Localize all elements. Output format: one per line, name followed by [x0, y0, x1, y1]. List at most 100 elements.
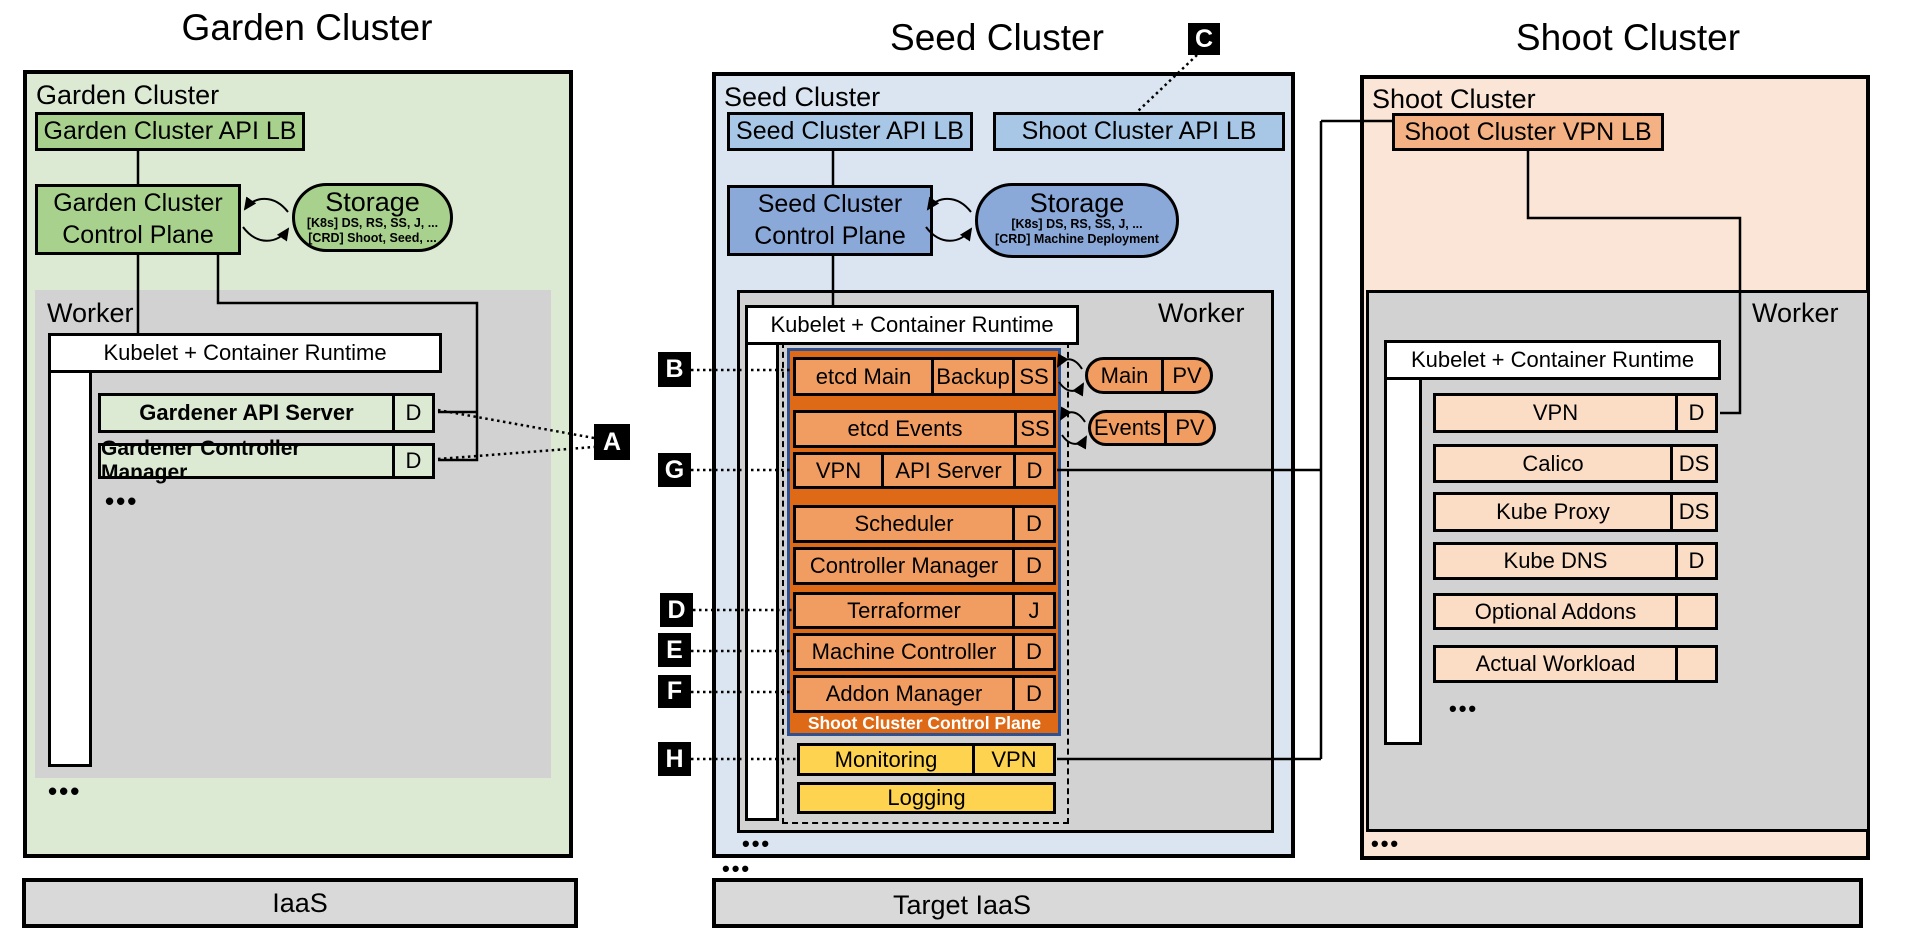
seed-storage-line1: [K8s] DS, RS, SS, J, ...	[1011, 217, 1143, 232]
garden-storage-line2: [CRD] Shoot, Seed, ...	[308, 230, 437, 245]
seed-row-machine-controller-badge: D	[1012, 636, 1053, 668]
shoot-row-vpn-badge: D	[1675, 396, 1715, 430]
seed-row-controller-manager: Controller Manager D	[793, 547, 1056, 585]
seed-kubelet-bar: Kubelet + Container Runtime	[745, 305, 1079, 345]
seed-worker-label: Worker	[1158, 298, 1245, 328]
shoot-row-optional-addons: Optional Addons	[1433, 593, 1718, 630]
seed-row-addon-manager-label: Addon Manager	[825, 681, 983, 706]
seed-dashed-box	[782, 342, 1069, 824]
seed-scp-label: Shoot Cluster Control Plane	[807, 712, 1042, 733]
garden-row-controller-manager-badge: D	[392, 446, 432, 476]
seed-row-etcd-events-label: etcd Events	[847, 416, 963, 441]
garden-storage: Storage [K8s] DS, RS, SS, J, ... [CRD] S…	[292, 183, 453, 252]
seed-row-scheduler-badge: D	[1012, 508, 1053, 540]
garden-api-lb: Garden Cluster API LB	[35, 112, 305, 151]
seed-cluster-title: Seed Cluster	[890, 17, 1104, 58]
shoot-worker-ellipsis: •••	[1449, 696, 1479, 721]
garden-kubelet-strip	[48, 333, 92, 767]
garden-iaas-box: IaaS	[22, 878, 578, 928]
shoot-row-kube-dns-label: Kube DNS	[1503, 548, 1608, 573]
seed-storage-line2: [CRD] Machine Deployment	[995, 232, 1159, 247]
seed-row-machine-controller: Machine Controller D	[793, 633, 1056, 671]
seed-row-machine-controller-label: Machine Controller	[811, 639, 997, 664]
garden-row-controller-manager-label: Gardener Controller Manager	[101, 437, 301, 484]
seed-row-etcd-main-badge: SS	[1012, 360, 1053, 393]
garden-box-label: Garden Cluster	[36, 80, 220, 110]
seed-pv-events-badge: PV	[1164, 413, 1213, 443]
callout-d: D	[660, 593, 693, 627]
callout-h: H	[658, 742, 691, 776]
seed-monitoring-vpn: VPN	[972, 746, 1053, 773]
shoot-row-calico-badge: DS	[1670, 447, 1715, 480]
seed-storage-title: Storage	[1029, 188, 1125, 218]
shoot-row-calico: Calico DS	[1433, 444, 1718, 483]
callout-f: F	[658, 675, 691, 708]
seed-row-apiserver-vpn: VPN	[815, 457, 862, 483]
seed-api-lb: Seed Cluster API LB	[727, 112, 973, 151]
seed-row-scheduler-label: Scheduler	[854, 511, 954, 536]
shoot-row-kube-proxy-label: Kube Proxy	[1496, 499, 1610, 524]
seed-row-terraformer-label: Terraformer	[847, 597, 961, 623]
shoot-row-actual-workload-label: Actual Workload	[1475, 651, 1636, 676]
seed-row-apiserver-label: API Server	[881, 455, 1013, 486]
shoot-row-vpn-label: VPN	[1532, 400, 1579, 425]
garden-row-api-server: Gardener API Server D	[98, 393, 435, 433]
seed-pv-main-label: Main	[1100, 362, 1149, 388]
garden-row-api-server-label: Gardener API Server	[139, 400, 354, 425]
seed-pv-events-label: Events	[1093, 415, 1162, 440]
shoot-vpn-lb: Shoot Cluster VPN LB	[1392, 113, 1664, 151]
seed-row-scheduler: Scheduler D	[793, 505, 1056, 543]
shoot-kubelet-strip	[1384, 340, 1422, 745]
shoot-kubelet-bar: Kubelet + Container Runtime	[1384, 340, 1721, 380]
seed-row-terraformer: Terraformer J	[793, 592, 1056, 629]
garden-row-controller-manager: Gardener Controller Manager D	[98, 437, 435, 484]
target-iaas-label: Target IaaS	[892, 889, 1032, 920]
seed-storage: Storage [K8s] DS, RS, SS, J, ... [CRD] M…	[975, 183, 1179, 258]
garden-worker-label: Worker	[47, 298, 134, 328]
shoot-row-actual-workload: Actual Workload	[1433, 645, 1718, 683]
seed-monitoring-row: Monitoring VPN	[797, 743, 1056, 776]
seed-row-addon-manager-badge: D	[1012, 678, 1053, 710]
garden-kubelet-bar: Kubelet + Container Runtime	[48, 333, 442, 373]
seed-row-controller-manager-label: Controller Manager	[809, 553, 999, 578]
seed-box-label: Seed Cluster	[724, 82, 881, 112]
callout-c: C	[1188, 23, 1220, 55]
seed-shoot-api-lb: Shoot Cluster API LB	[993, 112, 1285, 151]
shoot-box-ellipsis: •••	[1371, 831, 1401, 856]
seed-logging-row: Logging	[797, 782, 1056, 814]
shoot-row-optional-addons-label: Optional Addons	[1474, 598, 1637, 624]
shoot-row-actual-workload-badge	[1675, 648, 1715, 680]
shoot-row-kube-dns-badge: D	[1675, 545, 1715, 577]
shoot-row-kube-dns: Kube DNS D	[1433, 542, 1718, 580]
seed-box-ellipsis: •••	[722, 856, 752, 881]
garden-worker-ellipsis: •••	[105, 486, 139, 516]
seed-row-addon-manager: Addon Manager D	[793, 675, 1056, 713]
seed-pv-main-badge: PV	[1161, 360, 1210, 391]
seed-row-terraformer-badge: J	[1012, 595, 1053, 626]
seed-row-etcd-events: etcd Events SS	[793, 410, 1056, 448]
seed-row-etcd-main: etcd Main Backup SS	[793, 357, 1056, 396]
garden-box-ellipsis: •••	[48, 776, 82, 806]
shoot-row-calico-label: Calico	[1522, 450, 1584, 476]
seed-row-etcd-main-backup: Backup	[931, 360, 1012, 393]
shoot-box-label: Shoot Cluster	[1372, 84, 1536, 114]
shoot-row-optional-addons-badge	[1675, 596, 1715, 627]
seed-kubelet-strip	[745, 305, 779, 821]
seed-pv-main: Main PV	[1085, 357, 1213, 394]
callout-g: G	[658, 453, 691, 487]
shoot-row-vpn: VPN D	[1433, 393, 1718, 433]
seed-row-apiserver: VPN API Server D	[793, 452, 1056, 489]
seed-row-apiserver-badge: D	[1013, 455, 1053, 486]
callout-b: B	[658, 352, 691, 387]
seed-worker-ellipsis: •••	[742, 831, 772, 856]
shoot-cluster-title: Shoot Cluster	[1515, 17, 1741, 58]
shoot-worker-label: Worker	[1752, 298, 1839, 328]
seed-pv-events: Events PV	[1088, 410, 1216, 446]
garden-row-api-server-badge: D	[392, 396, 432, 430]
target-iaas-box	[712, 878, 1863, 928]
garden-storage-title: Storage	[325, 187, 420, 217]
